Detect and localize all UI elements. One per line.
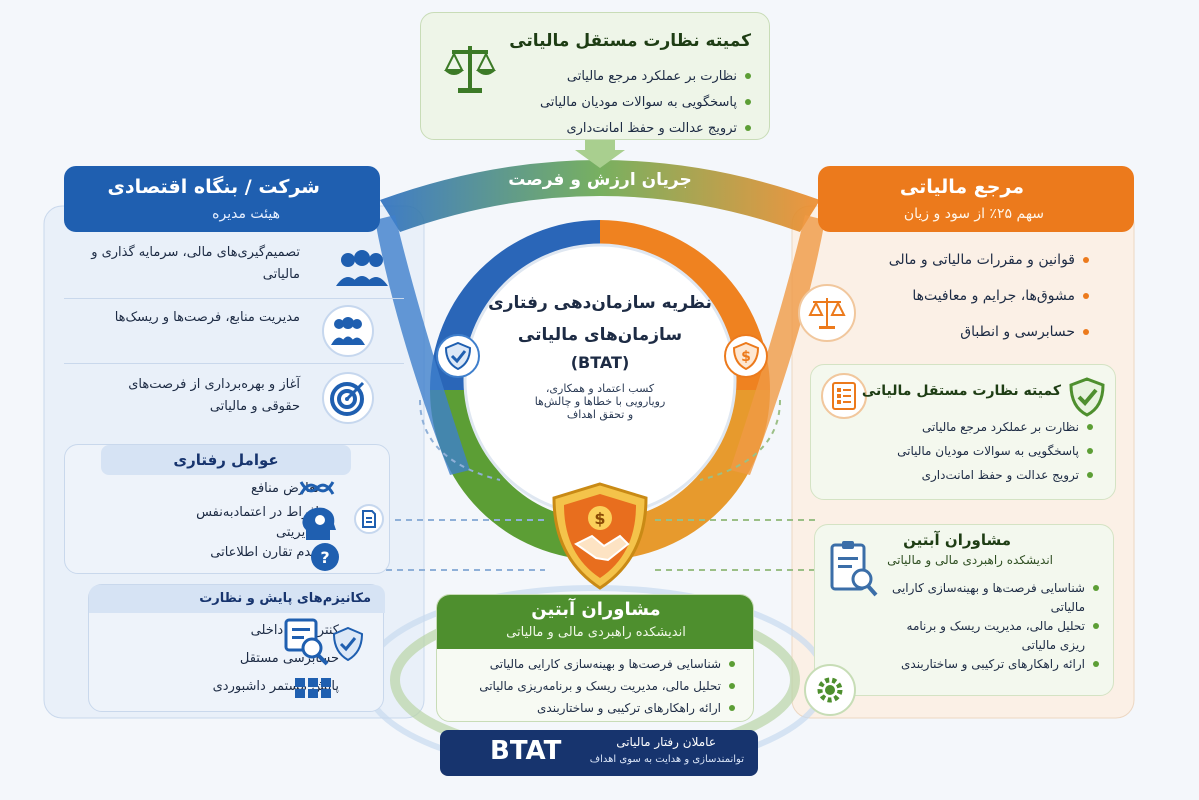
svg-text:$: $ xyxy=(594,509,605,528)
behavioral-title: عوامل رفتاری xyxy=(173,451,279,469)
document-list-icon xyxy=(821,373,867,419)
footer-line1: عاملان رفتار مالیاتی xyxy=(616,735,716,749)
target-icon xyxy=(322,372,374,424)
document-icon xyxy=(354,504,384,534)
center-title-line2: سازمان‌های مالیاتی xyxy=(517,325,683,345)
shield-check-icon xyxy=(436,334,480,378)
scales-icon xyxy=(435,33,505,103)
svg-text:$: $ xyxy=(741,349,751,365)
company-title: شرکت / بنگاه اقتصادی xyxy=(107,176,320,198)
bottom-advisors-subtitle: اندیشکده راهبردی مالی و مالیاتی xyxy=(506,625,686,640)
list-item: پاسخگویی به سوالات مودیان مالیاتی xyxy=(501,89,751,115)
bottom-advisors-header: مشاوران آبتین اندیشکده راهبردی مالی و ما… xyxy=(437,595,753,649)
top-committee-title: کمیته نظارت مستقل مالیاتی xyxy=(509,31,751,51)
right-advisors-title: مشاوران آبتین xyxy=(903,531,1011,549)
list-item: ارائه راهکارهای ترکیبی و ساختاربندی xyxy=(889,655,1099,677)
tax-authority-title: مرجع مالیاتی xyxy=(899,176,1024,198)
right-committee-title: کمیته نظارت مستقل مالیاتی xyxy=(861,383,1061,399)
dashboard-icon xyxy=(293,675,333,701)
brain-icon xyxy=(297,505,339,543)
mechanisms-item: پایش مستمر داشبوردی xyxy=(212,679,339,694)
handshake-icon: $ xyxy=(548,480,652,592)
team-icon xyxy=(322,305,374,357)
list-item: حسابرسی و انطباق xyxy=(859,314,1089,350)
list-item: پاسخگویی به سوالات مودیان مالیاتی xyxy=(843,439,1093,463)
company-item-3: آغاز و بهره‌برداری از فرصت‌های حقوقی و م… xyxy=(64,364,404,428)
center-sub3: و تحقق اهداف xyxy=(566,408,634,421)
list-item: نظارت بر عملکرد مرجع مالیاتی xyxy=(501,63,751,89)
footer-banner: BTAT عاملان رفتار مالیاتی توانمندسازی و … xyxy=(440,730,758,776)
bottom-advisors-panel: مشاوران آبتین اندیشکده راهبردی مالی و ما… xyxy=(436,594,754,722)
center-sub2: رویارویی با خطاها و چالش‌ها xyxy=(534,395,666,408)
right-advisors-subtitle: اندیشکده راهبردی مالی و مالیاتی xyxy=(887,553,1053,567)
center-sub1: کسب اعتماد و همکاری، xyxy=(545,382,655,395)
bottom-advisors-title: مشاوران آبتین xyxy=(531,599,661,620)
right-committee-list: نظارت بر عملکرد مرجع مالیاتی پاسخگویی به… xyxy=(843,415,1093,487)
list-item: ترویج عدالت و حفظ امانت‌داری xyxy=(501,115,751,141)
scales-icon xyxy=(798,284,856,342)
dollar-shield-icon: $ xyxy=(724,334,768,378)
tax-authority-list: قوانین و مقررات مالیاتی و مالی مشوق‌ها، … xyxy=(859,242,1089,350)
shield-check-icon xyxy=(1067,375,1107,419)
behavioral-item: عدم تقارن اطلاعاتی xyxy=(210,545,319,560)
list-item: تحلیل مالی، مدیریت ریسک و برنامه ریزی ما… xyxy=(889,617,1099,655)
center-text-block: نظریه سازمان‌دهی رفتاری سازمان‌های مالیا… xyxy=(470,290,730,421)
list-item: ترویج عدالت و حفظ امانت‌داری xyxy=(843,463,1093,487)
people-group-icon xyxy=(332,246,392,290)
company-item-1: تصمیم‌گیری‌های مالی، سرمایه گذاری و مالی… xyxy=(64,236,404,299)
bottom-advisors-list: شناسایی فرصت‌ها و بهینه‌سازی کارایی مالی… xyxy=(449,653,735,719)
list-item: شناسایی فرصت‌ها و بهینه‌سازی کارایی مالی… xyxy=(889,579,1099,617)
center-title-line1: نظریه سازمان‌دهی رفتاری xyxy=(488,293,712,313)
mechanisms-panel: مکانیزم‌های پایش و نظارت کنترل‌های داخلی… xyxy=(88,584,385,712)
list-item: ارائه راهکارهای ترکیبی و ساختاربندی xyxy=(449,697,735,719)
footer-line2: توانمندسازی و هدایت به سوی اهداف xyxy=(589,754,744,765)
behavioral-panel: عوامل رفتاری تعارض منافع افراط در اعتماد… xyxy=(64,444,390,574)
list-item: مشوق‌ها، جرایم و معافیت‌ها xyxy=(859,278,1089,314)
tax-authority-subtitle: سهم ۲۵٪ از سود و زیان xyxy=(903,206,1044,222)
right-committee-panel: کمیته نظارت مستقل مالیاتی نظارت بر عملکر… xyxy=(810,364,1116,500)
shield-check-icon xyxy=(331,625,365,663)
magnifier-document-icon xyxy=(283,617,331,667)
mechanisms-title: مکانیزم‌های پایش و نظارت xyxy=(199,591,371,606)
list-item: شناسایی فرصت‌ها و بهینه‌سازی کارایی مالی… xyxy=(449,653,735,675)
magnifier-document-icon xyxy=(825,537,881,601)
list-item: تحلیل مالی، مدیریت ریسک و برنامه‌ریزی ما… xyxy=(449,675,735,697)
footer-big-label: BTAT xyxy=(490,736,562,766)
gear-icon xyxy=(804,664,856,716)
mechanisms-header: مکانیزم‌های پایش و نظارت xyxy=(89,585,385,613)
company-header: شرکت / بنگاه اقتصادی هیئت مدیره xyxy=(64,166,380,232)
flow-banner-label: جریان ارزش و فرصت xyxy=(508,170,692,190)
tangle-icon xyxy=(297,477,337,499)
company-item-2: مدیریت منابع، فرصت‌ها و ریسک‌ها xyxy=(64,299,404,364)
list-item: نظارت بر عملکرد مرجع مالیاتی xyxy=(843,415,1093,439)
question-icon: ? xyxy=(311,543,339,571)
company-subtitle: هیئت مدیره xyxy=(212,206,280,222)
behavioral-header: عوامل رفتاری xyxy=(101,445,351,475)
top-committee-list: نظارت بر عملکرد مرجع مالیاتی پاسخگویی به… xyxy=(501,63,751,141)
right-advisors-panel: مشاوران آبتین اندیشکده راهبردی مالی و ما… xyxy=(814,524,1114,696)
top-committee-panel: کمیته نظارت مستقل مالیاتی نظارت بر عملکر… xyxy=(420,12,770,140)
list-item: قوانین و مقررات مالیاتی و مالی xyxy=(859,242,1089,278)
right-advisors-list: شناسایی فرصت‌ها و بهینه‌سازی کارایی مالی… xyxy=(889,579,1099,677)
tax-authority-header: مرجع مالیاتی سهم ۲۵٪ از سود و زیان xyxy=(818,166,1134,232)
center-abbr: (BTAT) xyxy=(570,353,630,372)
company-list: تصمیم‌گیری‌های مالی، سرمایه گذاری و مالی… xyxy=(64,236,404,428)
